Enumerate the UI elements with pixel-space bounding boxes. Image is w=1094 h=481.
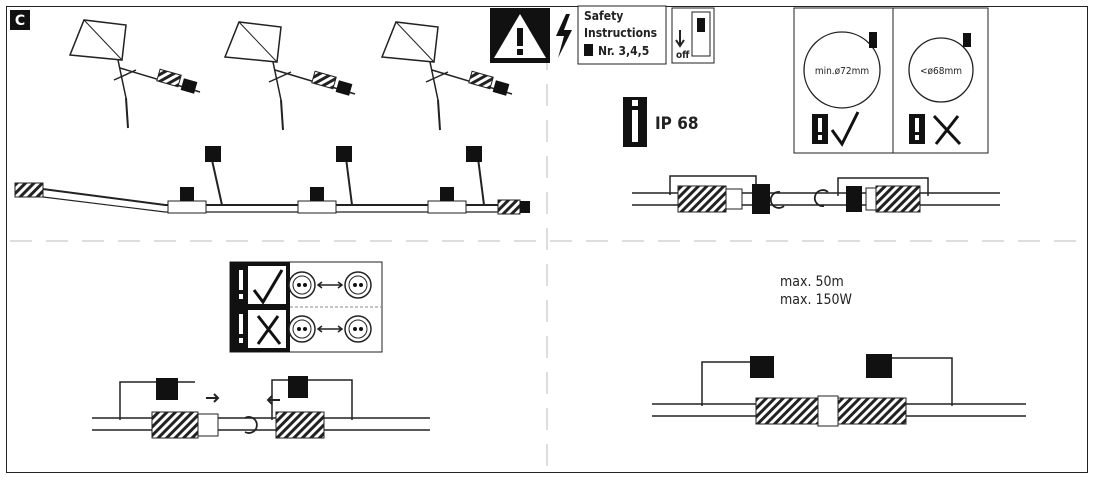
- safety-title-2: Instructions: [584, 26, 657, 40]
- connector-unscrew: [632, 175, 1000, 214]
- svg-text:C: C: [15, 13, 25, 29]
- pin-socket-icon: [288, 315, 316, 343]
- spotlight: [223, 21, 356, 131]
- pin-orientation-box: [229, 261, 383, 353]
- tee-connector: [297, 146, 353, 214]
- coil-radius-box: min.ø72mm <ø68mm: [793, 7, 989, 154]
- max-power-label: max. 150W: [780, 292, 852, 308]
- rotate-icon: [769, 191, 785, 209]
- manual-icon: [584, 44, 593, 56]
- cross-icon: [909, 114, 962, 146]
- arrow-icon: [206, 393, 220, 403]
- arrow-icon: [316, 325, 344, 333]
- section-label: C: [10, 10, 30, 30]
- arrow-icon: [316, 281, 344, 289]
- pin-socket-icon: [344, 315, 372, 343]
- cable-run: [14, 146, 530, 215]
- end-cap: [497, 199, 530, 215]
- ip-rating-badge: IP 68: [623, 97, 699, 147]
- svg-text:<ø68mm: <ø68mm: [920, 66, 962, 77]
- lightning-icon: [556, 14, 572, 58]
- cross-icon: [256, 315, 282, 345]
- svg-text:IP 68: IP 68: [655, 114, 699, 134]
- switch-off-label: off: [676, 50, 690, 61]
- tee-connector: [427, 146, 485, 214]
- max-length-label: max. 50m: [780, 274, 844, 290]
- safety-title-1: Safety: [584, 9, 623, 23]
- instruction-panel: [6, 6, 1088, 473]
- safety-pages: Nr. 3,4,5: [598, 44, 649, 58]
- check-icon: [252, 269, 284, 305]
- section-dividers: [10, 12, 1085, 470]
- spotlight-group: [68, 19, 513, 131]
- info-icon: [632, 100, 638, 106]
- check-icon: [812, 111, 860, 147]
- spotlight: [68, 19, 201, 129]
- connector-joined: [652, 354, 1026, 427]
- pin-socket-icon: [344, 271, 372, 299]
- connector-screw: [92, 376, 430, 439]
- tee-connector: [167, 146, 223, 214]
- spotlight: [380, 21, 513, 131]
- svg-text:min.ø72mm: min.ø72mm: [815, 66, 869, 77]
- plug-end: [14, 182, 44, 198]
- pin-socket-icon: [288, 271, 316, 299]
- safety-block: Safety Instructions Nr. 3,4,5 off: [490, 5, 715, 65]
